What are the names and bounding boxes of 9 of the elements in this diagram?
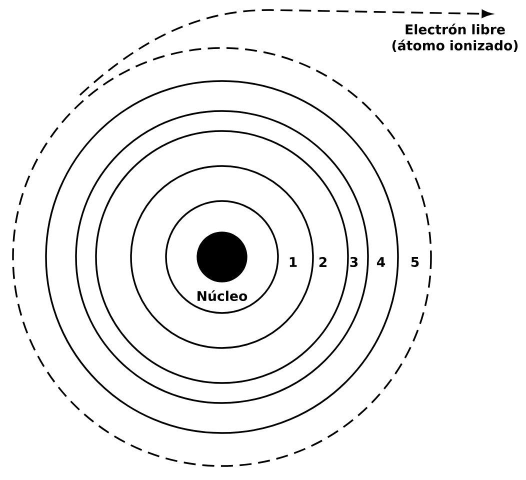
shell-number: 1 bbox=[290, 257, 297, 267]
shell-number: 5 bbox=[411, 257, 419, 267]
shell-number: 4 bbox=[376, 257, 386, 267]
nucleus-disc bbox=[196, 232, 248, 282]
text-label: Núcleo bbox=[198, 290, 248, 302]
text-label: Electrón libre (átomo ionizado) bbox=[392, 24, 518, 52]
shell-number: 2 bbox=[319, 257, 326, 267]
dashed-arrow bbox=[79, 9, 492, 96]
shell-number: 3 bbox=[350, 256, 358, 268]
